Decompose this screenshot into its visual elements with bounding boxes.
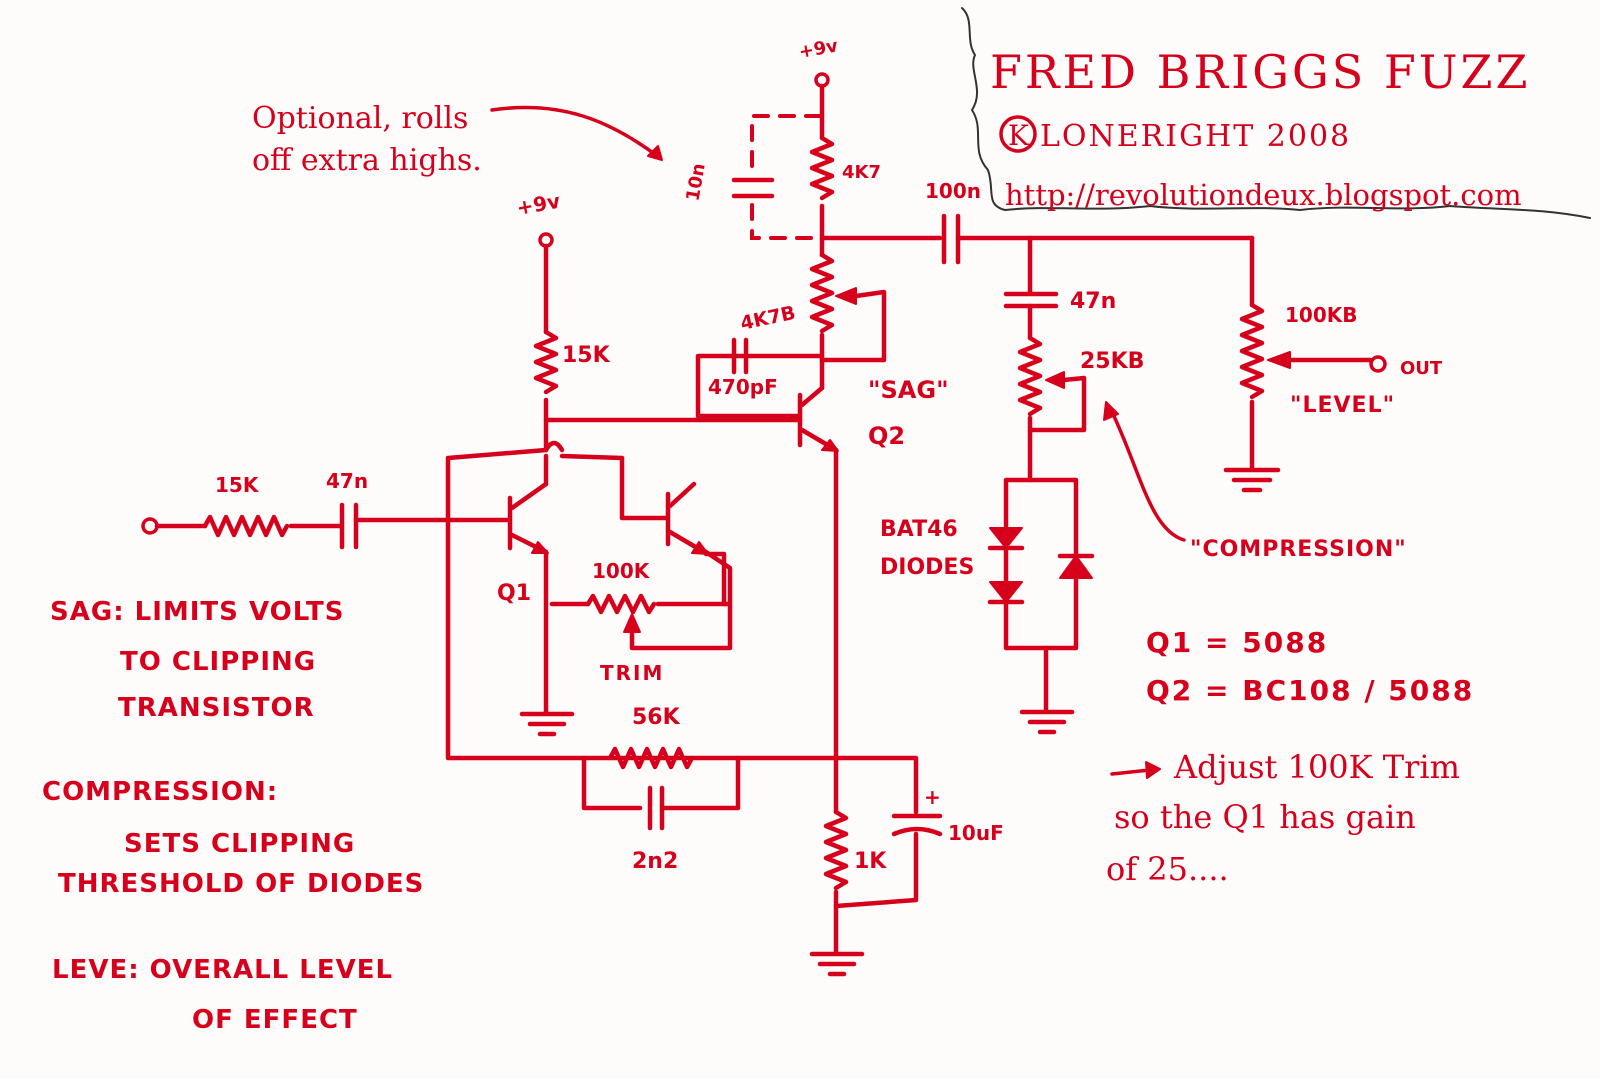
label-15k-input: 15K (215, 473, 260, 497)
note-sag-line1: SAG: LIMITS VOLTS (50, 597, 344, 627)
resistor-56k (607, 746, 695, 770)
pot-25kb-wiper-arrow (1045, 371, 1065, 389)
adjust-note-line3: of 25.... (1106, 850, 1229, 888)
q1-emitter-arrow (531, 541, 549, 554)
note-compression-line3: THRESHOLD OF DIODES (58, 869, 424, 899)
optional-note-line2: off extra highs. (252, 143, 482, 178)
label-47n-comp: 47n (1070, 289, 1116, 314)
label-10n: 10n (683, 162, 710, 203)
wire (695, 353, 825, 419)
kloneright-k: K (1008, 119, 1030, 152)
pot-100kb-level (1239, 302, 1265, 400)
label-2n2: 2n2 (632, 849, 678, 874)
label-470pf: 470pF (708, 375, 778, 399)
output-terminal (1369, 355, 1387, 373)
wire-crossover (543, 440, 565, 453)
resistor-15k-input (202, 514, 290, 538)
label-10uf: 10uF (948, 821, 1004, 845)
label-15k-collector: 15K (562, 343, 611, 368)
note-sag-line3: TRANSISTOR (118, 693, 315, 723)
transistor-2-collector (667, 481, 697, 509)
torn-paper-edge (961, 7, 1591, 219)
optional-wire-dashed (750, 203, 822, 240)
wiper-wire (1027, 375, 1087, 433)
level-wiper-arrow (1267, 351, 1291, 369)
diode-network (1003, 477, 1079, 651)
wire (703, 551, 727, 607)
optional-arrow-head (647, 145, 663, 161)
transistor-2-emitter-arrow (691, 541, 709, 555)
wire (659, 755, 741, 811)
label-level: "LEVEL" (1290, 393, 1395, 418)
label-q1: Q1 (497, 581, 531, 606)
q2-emitter-arrow (821, 439, 839, 452)
adjust-note-line1: Adjust 100K Trim (1173, 748, 1460, 786)
label-1k: 1K (854, 849, 887, 874)
resistor-1k (823, 809, 849, 891)
adjust-note-line2: so the Q1 has gain (1114, 798, 1416, 836)
compression-arrow-head (1103, 401, 1119, 421)
copyright-text: LONERIGHT 2008 (1040, 119, 1351, 154)
label-bat46: BAT46 (880, 517, 958, 542)
wire (833, 755, 919, 815)
wire (833, 831, 919, 909)
label-q2: Q2 (868, 422, 905, 450)
optional-note-line1: Optional, rolls (252, 101, 468, 136)
q2-collector (799, 385, 825, 408)
diode-3 (1059, 555, 1093, 579)
trim-wiper-wire (629, 545, 733, 651)
label-25kb: 25KB (1080, 349, 1144, 374)
supply-label-q1: +9v (515, 189, 562, 220)
pot-4k7b-sag (809, 252, 835, 334)
trim-100k (585, 593, 657, 615)
blog-url: http://revolutiondeux.blogspot.com (1005, 178, 1522, 212)
label-diodes: DIODES (880, 555, 974, 580)
note-compression-line1: COMPRESSION: (42, 777, 278, 807)
optional-wire-dashed (750, 114, 822, 177)
pot-wiper-arrow (835, 287, 857, 305)
label-100k: 100K (592, 559, 651, 583)
title: FRED BRIGGS FUZZ (990, 45, 1530, 99)
adjust-arrow (1110, 768, 1152, 776)
note-compression-line2: SETS CLIPPING (124, 829, 355, 859)
trim-wiper-arrow (623, 613, 641, 633)
wire (559, 453, 669, 521)
diode-2 (989, 581, 1023, 603)
label-100kb: 100KB (1285, 303, 1358, 327)
label-compression: "COMPRESSION" (1190, 537, 1407, 562)
optional-arrow (490, 105, 662, 160)
label-56k: 56K (632, 705, 681, 730)
pot-25kb-compression (1017, 335, 1043, 417)
resistor-4k7 (809, 135, 835, 201)
wire (581, 755, 643, 811)
label-trim: TRIM (600, 661, 664, 685)
label-100n: 100n (925, 179, 981, 203)
resistor-15k-collector (533, 329, 559, 395)
kloneright-symbol (999, 115, 1037, 153)
compression-arrow (1110, 410, 1186, 542)
label-out: OUT (1400, 358, 1443, 379)
note-level-line2: OF EFFECT (192, 1005, 358, 1035)
wiper-wire (819, 289, 887, 363)
label-4k7: 4K7 (842, 162, 881, 183)
adjust-arrow-head (1145, 761, 1161, 779)
label-47n-input: 47n (326, 469, 368, 493)
note-level-line1: LEVE: OVERALL LEVEL (52, 955, 393, 985)
supply-label-top: +9v (797, 35, 840, 63)
q1-collector (509, 481, 549, 511)
cap-10uf-plus: + (924, 785, 941, 809)
diode-1 (989, 527, 1023, 549)
parts-q2: Q2 = BC108 / 5088 (1146, 674, 1474, 707)
label-sag: "SAG" (868, 376, 949, 404)
note-sag-line2: TO CLIPPING (120, 647, 316, 677)
label-4k7b: 4K7B (738, 302, 797, 335)
cap-10uf-plate (891, 826, 943, 837)
parts-q1: Q1 = 5088 (1146, 626, 1328, 659)
